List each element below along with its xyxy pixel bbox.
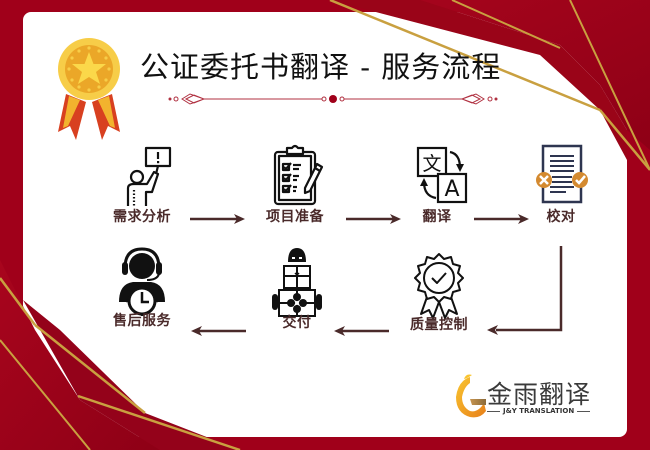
step-label: 售后服务 (113, 313, 171, 329)
svg-text:文: 文 (422, 153, 441, 175)
ornamental-divider (168, 93, 498, 105)
step-project-preparation: 项目准备 (250, 144, 340, 226)
main-card (23, 12, 627, 437)
company-logo: 金雨翻译 J&Y TRANSLATION (452, 374, 612, 425)
step-delivery: 交付 (252, 246, 342, 332)
arrow-right-icon (190, 214, 245, 224)
step-demand-analysis: 需求分析 (97, 144, 187, 226)
arrow-right-icon (346, 214, 401, 224)
step-translation: 文 A 翻译 (392, 144, 482, 226)
document-check-icon (536, 144, 588, 204)
step-quality-control: 质量控制 (394, 252, 484, 334)
step-label: 交付 (282, 315, 312, 331)
delivery-boxes-icon (272, 248, 322, 317)
page-title: 公证委托书翻译 - 服务流程 (140, 50, 502, 84)
logo-name: 金雨翻译 (487, 380, 592, 409)
step-label: 质量控制 (410, 317, 468, 333)
step-after-sales: 售后服务 (97, 246, 187, 330)
arrow-right-icon (474, 214, 529, 224)
language-translate-icon: 文 A (416, 146, 468, 204)
support-agent-icon (119, 247, 165, 316)
arrow-return-icon (487, 246, 563, 335)
person-with-sign-icon (126, 146, 172, 206)
clipboard-checklist-icon (273, 144, 324, 206)
logo-subtitle: J&Y TRANSLATION (484, 407, 593, 415)
svg-text:A: A (444, 177, 459, 202)
arrow-left-icon (334, 326, 389, 336)
arrow-left-icon (191, 326, 246, 336)
award-badge-icon (414, 253, 464, 319)
step-label: 翻译 (422, 209, 452, 225)
logo-mark-icon (456, 374, 486, 418)
step-label: 校对 (546, 209, 576, 225)
step-label: 需求分析 (113, 209, 171, 225)
medal-icon (58, 38, 120, 140)
step-label: 项目准备 (266, 209, 324, 225)
step-proofreading: 校对 (516, 144, 606, 226)
